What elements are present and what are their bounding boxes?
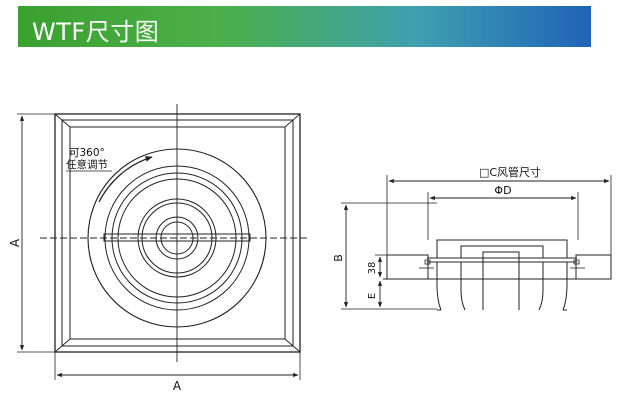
neck: [436, 239, 568, 259]
dim-b-label: B: [332, 254, 345, 262]
dim-duct-label: □C风管尺寸: [479, 165, 541, 179]
dim-38-label: 38: [367, 262, 378, 275]
blade-2: [460, 262, 466, 311]
blade-6: [562, 262, 568, 311]
title-banner: WTF尺寸图: [18, 6, 591, 47]
frame-right: [575, 254, 612, 280]
rotation-note-line2: 任意调节: [66, 158, 108, 171]
blade-1: [436, 262, 442, 311]
dim-a-bottom-label: A: [173, 379, 182, 393]
inner-hub: [482, 251, 520, 263]
frame-bevel-outer: [61, 119, 294, 347]
rotation-arrow-arc: [98, 156, 153, 203]
frame-bevel-inner: [69, 126, 286, 340]
page-title: WTF尺寸图: [32, 18, 160, 46]
front-view: [17, 104, 310, 380]
dim-e-label: E: [367, 293, 378, 299]
outer-frame: [54, 113, 301, 353]
frame-left: [386, 254, 429, 280]
side-view: [341, 175, 612, 311]
dim-phi-label: ΦD: [494, 184, 511, 197]
dim-a-left-label: A: [8, 238, 22, 247]
rotation-note-line1: 可360°: [69, 147, 105, 159]
blade-5: [538, 262, 544, 311]
